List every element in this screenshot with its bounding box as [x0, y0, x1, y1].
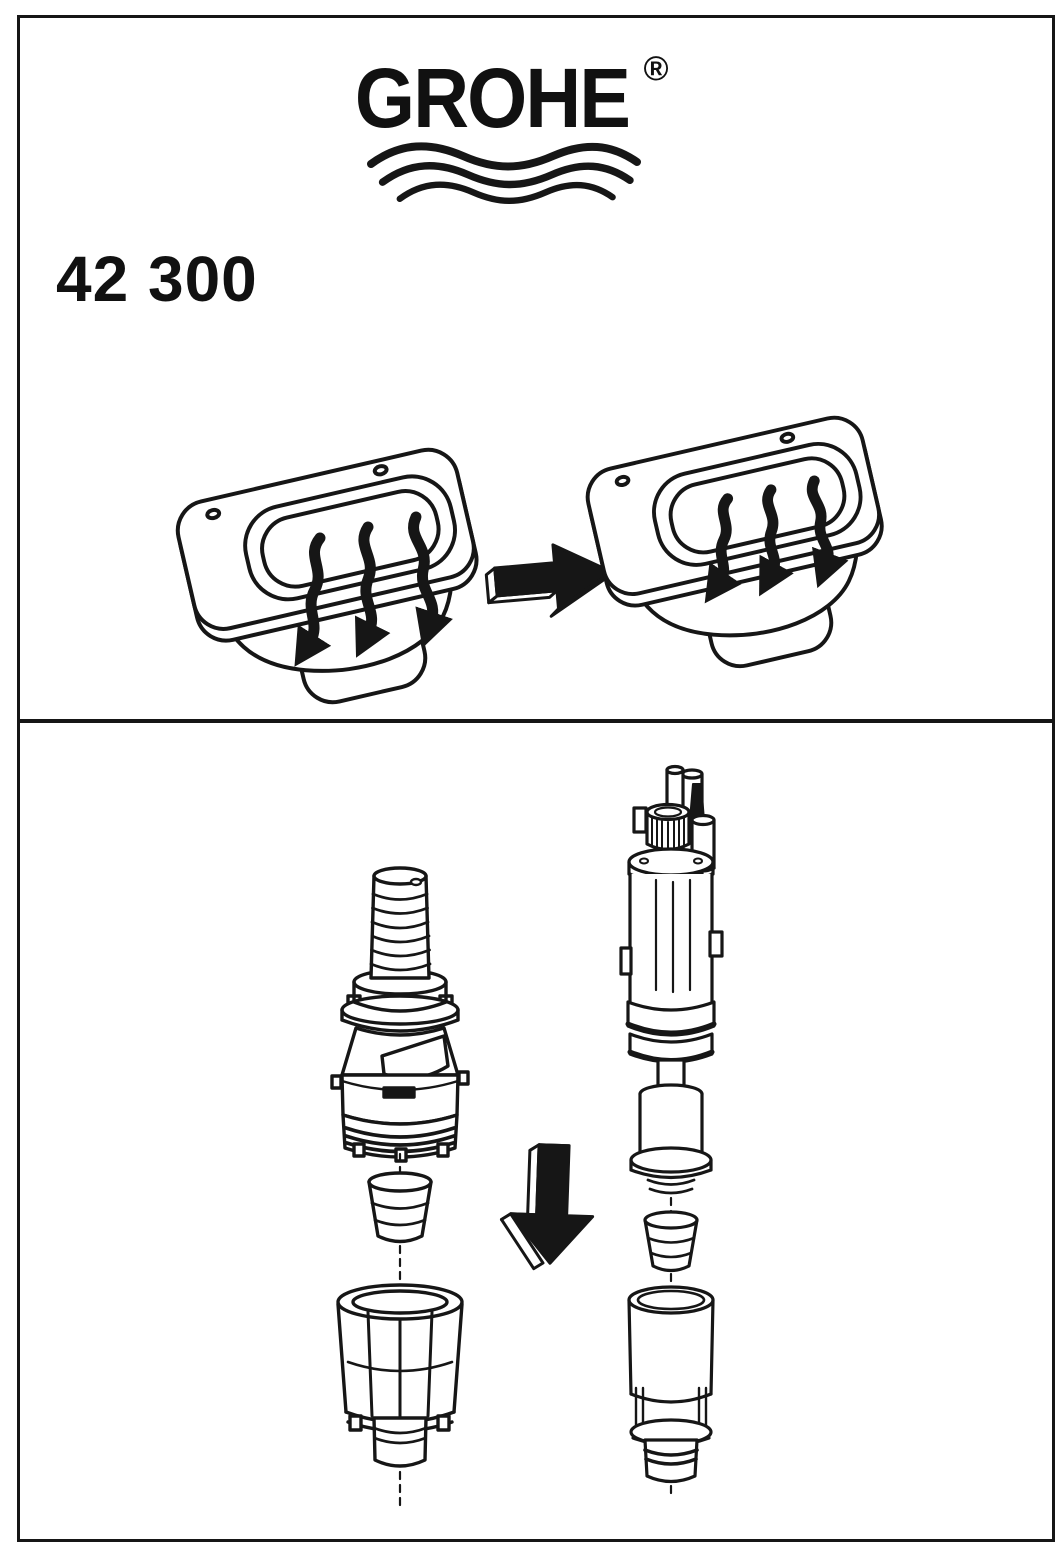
flush-valve-old-exploded-illustration: [330, 866, 470, 1510]
valve-flange: [340, 994, 460, 1033]
valve-ribbed-stem: [369, 866, 432, 980]
flush-flow-arrows: [704, 475, 849, 604]
grohe-logo: GROHE ®: [315, 50, 695, 208]
outlet-spigot: [372, 1416, 428, 1468]
toilet-reduced-flush-illustration: [585, 415, 884, 669]
mounting-hole: [205, 507, 222, 521]
flush-valve-new-exploded-illustration: [619, 764, 724, 1500]
page-border: GROHE ® 42 300: [17, 15, 1055, 1542]
flush-flow-arrows: [294, 511, 453, 667]
valve-body: [330, 1026, 470, 1163]
valve-platform: [627, 847, 715, 884]
toilet-rim-inner: [260, 489, 441, 589]
registered-trademark: ®: [643, 50, 669, 88]
strainer-cage: [336, 1283, 464, 1438]
3d-arrow-right-icon: [484, 543, 614, 618]
logo-wordmark: GROHE ®: [315, 50, 695, 145]
3d-arrow-down-icon: [499, 1143, 595, 1271]
plunger: [629, 1058, 713, 1195]
mounting-hole: [614, 474, 631, 487]
logo-text: GROHE: [355, 51, 631, 145]
outlet-tube: [627, 1285, 715, 1484]
mounting-hole: [372, 464, 389, 477]
knurled-cap: [632, 802, 691, 853]
valve-main-body: [619, 872, 724, 1004]
part-number: 42 300: [56, 243, 258, 315]
logo-waves-icon: [367, 142, 641, 204]
toilet-full-flush-illustration: [175, 447, 479, 705]
panel-divider: [20, 719, 1052, 723]
cone-seal: [367, 1171, 433, 1244]
mounting-hole: [779, 431, 796, 444]
cone-seal: [643, 1210, 699, 1273]
seal-bands: [625, 1000, 717, 1064]
